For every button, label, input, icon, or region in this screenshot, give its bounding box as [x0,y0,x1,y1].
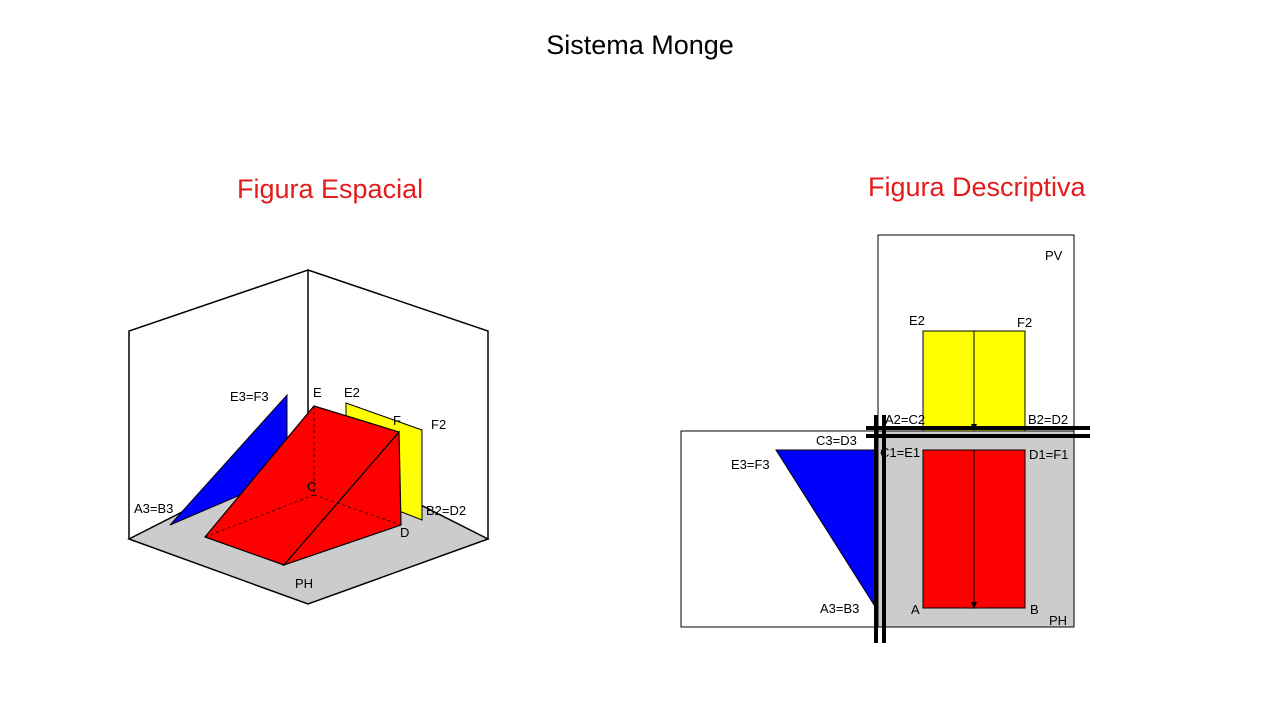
lateral-plane-outline [128,268,309,539]
label-a2-c2: A2=C2 [885,412,925,427]
label-a3-b3: A3=B3 [134,501,173,516]
label-c3-d3: C3=D3 [816,433,857,448]
spatial-figure: E3=F3 E E2 F F2 C A3=B3 B2=D2 D PH [127,268,490,605]
label-c: C [307,479,316,494]
descriptive-figure-title: Figura Descriptiva [868,172,1086,202]
label-a: A [911,602,920,617]
vertical-plane-outline [307,269,489,539]
label-f: F [393,413,401,428]
label-e3-f3: E3=F3 [731,457,770,472]
red-wedge-side [282,430,402,567]
label-pv: PV [1045,248,1063,263]
label-d: D [400,525,409,540]
label-d1-f1: D1=F1 [1029,447,1068,462]
label-e2: E2 [344,385,360,400]
label-b2-d2: B2=D2 [426,503,466,518]
page-title: Sistema Monge [546,30,734,60]
label-e2: E2 [909,313,925,328]
spatial-figure-title: Figura Espacial [237,174,424,204]
label-e3-f3: E3=F3 [230,389,269,404]
label-a3-b3: A3=B3 [820,601,859,616]
descriptive-figure: PV E2 F2 A2=C2 B2=D2 C3=D3 C1=E1 D1=F1 E… [680,234,1090,643]
label-c1-e1: C1=E1 [880,445,920,460]
label-e: E [313,385,322,400]
label-ph: PH [295,576,313,591]
label-b: B [1030,602,1039,617]
label-ph: PH [1049,613,1067,628]
label-b2-d2: B2=D2 [1028,412,1068,427]
blue-projection-lateral [169,393,288,526]
label-f2: F2 [431,417,446,432]
label-f2: F2 [1017,315,1032,330]
hidden-edge-ac [204,494,315,538]
red-arrow-head [971,602,977,609]
